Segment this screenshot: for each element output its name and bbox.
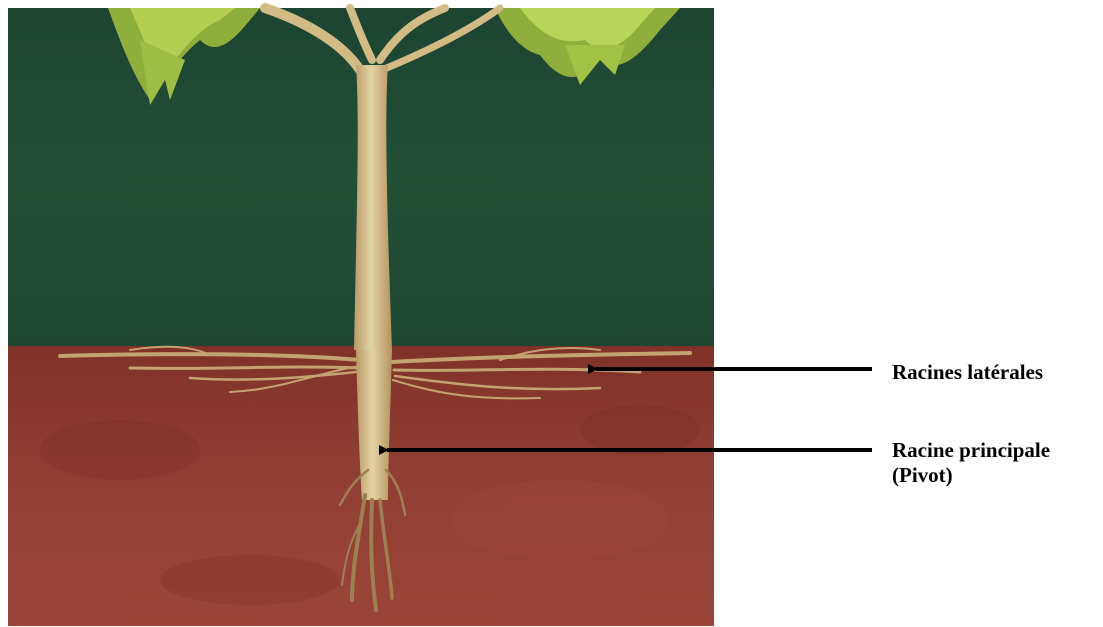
main-root-label-line2: (Pivot) <box>892 463 1050 488</box>
trunk <box>354 65 392 350</box>
lateral-roots-label: Racines latérales <box>892 360 1043 385</box>
illustration-panel <box>8 8 714 626</box>
taproot <box>356 350 392 500</box>
main-root-label-line1: Racine principale <box>892 438 1050 463</box>
main-root-label: Racine principale (Pivot) <box>892 438 1050 488</box>
